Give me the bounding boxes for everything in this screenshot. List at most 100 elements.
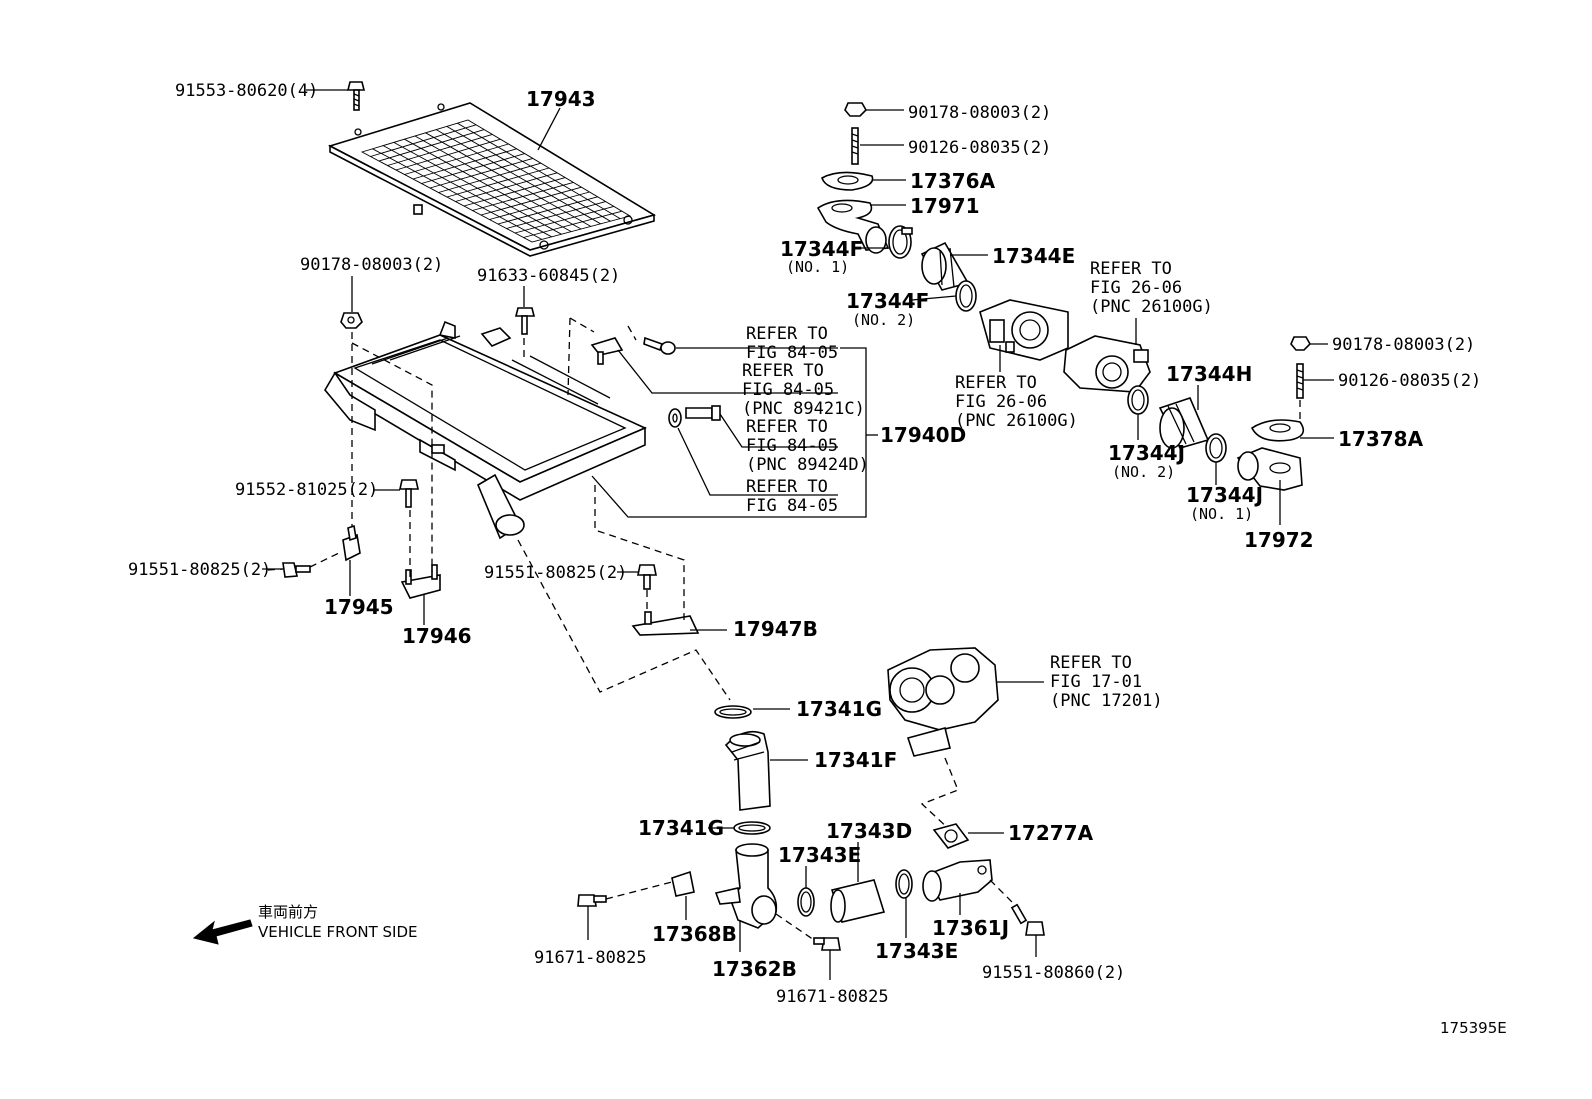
intercooler-assembly-part[interactable] <box>324 320 647 540</box>
refer-fig-17-01[interactable]: REFER TO FIG 17-01 (PNC 17201) <box>1050 653 1163 711</box>
clamp-17344J-no1-part[interactable] <box>1205 433 1227 463</box>
label-90126-upper: 90126-08035(2) <box>908 138 1051 158</box>
pipe-17362B-part[interactable] <box>714 843 778 929</box>
pipe-17972-part[interactable] <box>1236 447 1303 491</box>
svg-text:(PNC 26100G): (PNC 26100G) <box>1090 297 1213 317</box>
label-90178-left: 90178-08003(2) <box>300 255 443 275</box>
svg-text:FIG 26-06: FIG 26-06 <box>1090 278 1182 298</box>
label-17343E-left: 17343E <box>778 843 861 867</box>
direction-label-jp: 車両前方 <box>258 903 318 921</box>
nut-right-icon[interactable] <box>1290 336 1311 351</box>
hose-17344E-part[interactable] <box>920 241 970 291</box>
label-91671-left: 91671-80825 <box>534 948 647 968</box>
bolt-91671-left-icon[interactable] <box>577 894 607 907</box>
clamp-17344J-no2-part[interactable] <box>1127 385 1149 415</box>
label-91551-middle: 91551-80825(2) <box>484 563 627 583</box>
label-17344F-no2-note: (NO. 2) <box>852 311 915 329</box>
clamp-17343E-left-part[interactable] <box>797 887 815 917</box>
label-17341G-upper: 17341G <box>796 697 882 721</box>
stud-upper-icon[interactable] <box>851 127 859 165</box>
bracket-17945-part[interactable] <box>342 524 361 562</box>
cover-grid-lines <box>370 122 623 240</box>
refer-fig-84-05-b[interactable]: REFER TO FIG 84-05 (PNC 89421C) <box>742 361 865 419</box>
clamp-17344F-no1-part[interactable] <box>888 225 913 259</box>
label-17344J-no1-note: (NO. 1) <box>1190 505 1253 523</box>
gasket-17376A-part[interactable] <box>821 171 874 191</box>
label-17945: 17945 <box>324 595 394 619</box>
refer-fig-84-05-c[interactable]: REFER TO FIG 84-05 (PNC 89424D) <box>746 417 869 475</box>
label-90178-upper: 90178-08003(2) <box>908 103 1051 123</box>
label-91552: 91552-81025(2) <box>235 480 378 500</box>
stud-right-icon[interactable] <box>1296 363 1304 399</box>
label-17344J-no2: 17344J <box>1108 441 1185 465</box>
bolt-91671-right-icon[interactable] <box>813 937 841 951</box>
sensor-bolt-icon[interactable] <box>514 307 536 335</box>
bracket-bolt-left-icon[interactable] <box>282 562 311 578</box>
sensor-screw-icon[interactable] <box>643 336 676 355</box>
svg-text:FIG 26-06: FIG 26-06 <box>955 392 1047 412</box>
svg-text:(PNC 17201): (PNC 17201) <box>1050 691 1163 711</box>
clamp-17344F-no2-part[interactable] <box>955 280 977 312</box>
refer-fig-26-06-a[interactable]: REFER TO FIG 26-06 (PNC 26100G) <box>1090 259 1213 317</box>
label-90126-right: 90126-08035(2) <box>1338 371 1481 391</box>
svg-text:FIG 84-05: FIG 84-05 <box>742 380 834 400</box>
refer-fig-84-05-a[interactable]: REFER TO FIG 84-05 <box>746 324 838 363</box>
clamp-17343E-right-part[interactable] <box>895 869 913 899</box>
intercooler-cover-part[interactable] <box>327 102 656 257</box>
label-91633: 91633-60845(2) <box>477 266 620 286</box>
label-91551-lower: 91551-80860(2) <box>982 963 1125 983</box>
figure-id: 175395E <box>1440 1019 1507 1037</box>
label-17946: 17946 <box>402 624 472 648</box>
throttle-body-left-part[interactable] <box>979 299 1069 361</box>
bracket-17368B-part[interactable] <box>671 870 695 897</box>
label-17368B: 17368B <box>652 922 737 946</box>
label-17344H: 17344H <box>1166 362 1252 386</box>
pipe-17971-part[interactable] <box>816 199 890 254</box>
cover-bolt-icon[interactable] <box>346 81 366 111</box>
bracket-bolt-middle-icon[interactable] <box>637 564 657 590</box>
direction-label-en: VEHICLE FRONT SIDE <box>258 923 418 941</box>
gasket-17378A-part[interactable] <box>1250 419 1305 442</box>
svg-text:REFER TO: REFER TO <box>1050 653 1132 673</box>
svg-text:REFER TO: REFER TO <box>746 324 828 344</box>
label-17343D: 17343D <box>826 819 912 843</box>
svg-text:REFER TO: REFER TO <box>955 373 1037 393</box>
pipe-17361J-part[interactable] <box>922 859 993 902</box>
bracket-17947B-part[interactable] <box>631 611 700 636</box>
label-17376A: 17376A <box>910 169 996 193</box>
intercooler-nut-icon[interactable] <box>340 312 363 329</box>
label-17344F-no1: 17344F <box>780 237 863 261</box>
label-17361J: 17361J <box>932 916 1009 940</box>
pressure-sensor-part[interactable] <box>590 337 624 365</box>
svg-text:FIG 84-05: FIG 84-05 <box>746 436 838 456</box>
temperature-sensor-part[interactable] <box>685 405 721 421</box>
label-17362B: 17362B <box>712 957 797 981</box>
label-17947B: 17947B <box>733 617 818 641</box>
nut-upper-icon[interactable] <box>844 102 867 117</box>
gasket-17277A-part[interactable] <box>932 823 970 849</box>
label-17344F-no2: 17344F <box>846 289 929 313</box>
hose-17341F-part[interactable] <box>724 730 771 811</box>
label-90178-right: 90178-08003(2) <box>1332 335 1475 355</box>
svg-text:FIG 17-01: FIG 17-01 <box>1050 672 1142 692</box>
bracket-17946-part[interactable] <box>400 564 441 599</box>
label-17378A: 17378A <box>1338 427 1424 451</box>
svg-text:(PNC 26100G): (PNC 26100G) <box>955 411 1078 431</box>
clamp-17341G-upper-part[interactable] <box>714 705 752 719</box>
bracket-bolt-icon[interactable] <box>399 479 419 508</box>
refer-fig-84-05-d[interactable]: REFER TO FIG 84-05 <box>746 477 838 516</box>
label-17943: 17943 <box>526 87 596 111</box>
svg-text:REFER TO: REFER TO <box>1090 259 1172 279</box>
label-17344F-no1-note: (NO. 1) <box>786 258 849 276</box>
label-17343E-right: 17343E <box>875 939 958 963</box>
hose-17343D-part[interactable] <box>830 879 886 923</box>
gasket-washer-icon[interactable] <box>668 408 682 428</box>
bolt-91551-lower-icon[interactable] <box>1010 903 1045 936</box>
clamp-17341G-lower-part[interactable] <box>733 821 771 835</box>
throttle-body-right-part[interactable] <box>1063 335 1151 393</box>
refer-fig-26-06-b[interactable]: REFER TO FIG 26-06 (PNC 26100G) <box>955 373 1078 431</box>
label-17940D: 17940D <box>880 423 966 447</box>
turbocharger-part[interactable] <box>887 647 999 757</box>
svg-text:(PNC 89421C): (PNC 89421C) <box>742 399 865 419</box>
